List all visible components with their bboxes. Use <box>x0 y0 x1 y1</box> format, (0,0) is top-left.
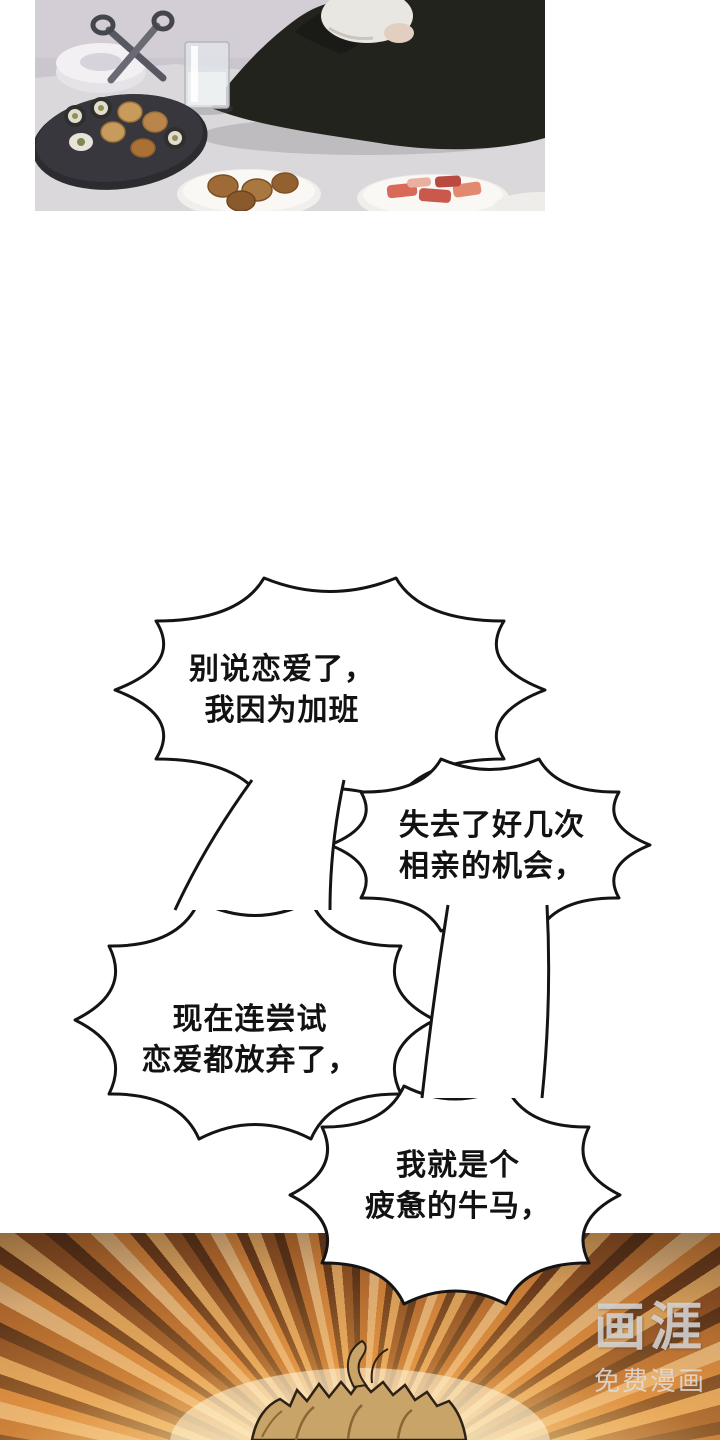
speech-text-3-line2: 恋爱都放弃了， <box>141 1043 359 1078</box>
speech-text-1-line2: 我因为加班 <box>204 693 360 728</box>
speech-text-4-line1: 我就是个 <box>396 1148 520 1183</box>
speech-text-1: 别说恋爱了， 我因为加班 <box>189 649 375 731</box>
character-head-art <box>170 1339 550 1440</box>
watermark-subtitle: 免费漫画 <box>593 1367 706 1397</box>
speech-text-1-line1: 别说恋爱了， <box>189 652 375 687</box>
speech-text-2-line2: 相亲的机会， <box>399 849 585 884</box>
speech-text-4-line2: 疲惫的牛马， <box>365 1189 551 1224</box>
panel-dinner-scene <box>35 0 545 211</box>
bubble-connector-2 <box>420 904 551 1099</box>
speech-text-2-line1: 失去了好几次 <box>399 808 585 843</box>
sleeping-figure <box>211 0 545 150</box>
dumpling-plate <box>177 169 321 211</box>
sushi-tray <box>35 94 208 190</box>
watermark-logo: 画涯 <box>593 1298 706 1359</box>
edge-plate <box>493 192 545 211</box>
spiky-hair <box>250 1339 468 1440</box>
scissors-icon <box>90 10 175 84</box>
watermark: 画涯 免费漫画 <box>594 1301 706 1398</box>
drinking-glass <box>181 41 233 115</box>
sliced-meat-plate <box>357 174 509 211</box>
hair-strand <box>346 1339 368 1389</box>
hand <box>384 23 414 43</box>
speech-text-4: 我就是个 疲惫的牛马， <box>365 1145 551 1227</box>
speech-text-3: 现在连尝试 恋爱都放弃了， <box>142 999 359 1081</box>
dinner-scene-art <box>35 0 545 211</box>
panel-burst-scene: 画涯 免费漫画 <box>0 1233 720 1440</box>
speech-text-3-line1: 现在连尝试 <box>172 1002 328 1037</box>
speech-text-2: 失去了好几次 相亲的机会， <box>399 805 585 887</box>
bubble-connector-1 <box>173 779 346 911</box>
